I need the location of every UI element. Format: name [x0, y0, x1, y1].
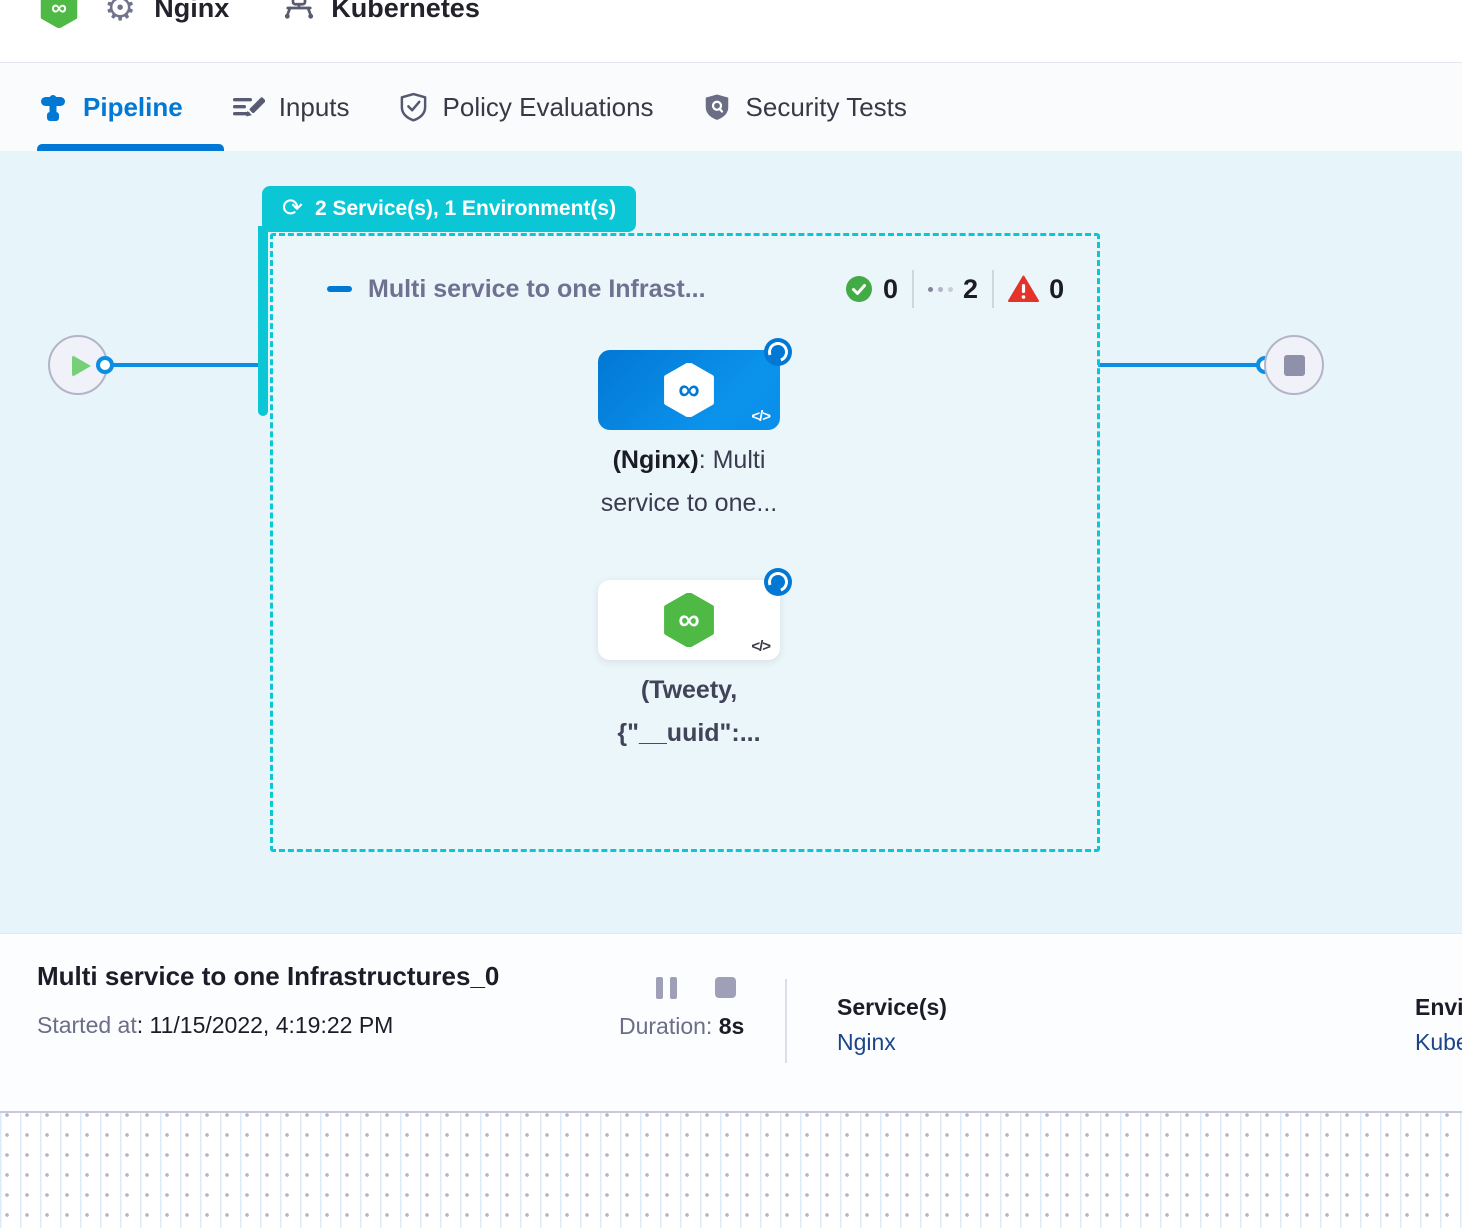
service-node-nginx[interactable]: ∞ </> [598, 338, 792, 430]
tab-security-tests[interactable]: Security Tests [702, 91, 907, 123]
success-check-icon [845, 275, 873, 303]
failed-warning-icon [1008, 275, 1040, 303]
pause-icon [656, 977, 677, 999]
duration-label: Duration: [619, 1013, 713, 1039]
stage-group-accent-bar [258, 226, 268, 416]
tab-inputs-label: Inputs [278, 91, 350, 122]
service-node-nginx-label: (Nginx): Multi service to one... [600, 446, 778, 517]
policy-shield-check-icon [398, 91, 429, 123]
services-label: Service(s) [837, 994, 947, 1020]
svg-text:∞: ∞ [678, 373, 699, 406]
divider [785, 979, 787, 1063]
stage-group-badge[interactable]: ⟳ 2 Service(s), 1 Environment(s) [262, 186, 637, 232]
environment-name: Kubernetes [331, 0, 480, 23]
security-shield-icon [702, 91, 732, 123]
services-link[interactable]: Nginx [837, 1029, 896, 1055]
tab-inputs[interactable]: Inputs [231, 91, 350, 123]
stop-square-icon [715, 977, 736, 998]
stage-status-counts: 0 2 0 [845, 269, 1064, 309]
running-count: 2 [963, 273, 979, 304]
tab-security-label: Security Tests [745, 91, 907, 122]
running-dots-icon [928, 286, 954, 292]
environment-label: Environment(s) [1415, 994, 1462, 1020]
harness-service-icon: ∞ [662, 363, 716, 417]
pipeline-end-node [1264, 335, 1324, 395]
running-spinner-icon [764, 338, 792, 366]
pipeline-icon [37, 91, 69, 123]
svg-text:∞: ∞ [51, 0, 67, 20]
code-template-icon: </> [751, 638, 771, 655]
console-grid-area[interactable] [0, 1111, 1462, 1228]
inputs-icon [231, 91, 265, 123]
connector-line-right [1098, 363, 1260, 367]
svg-text:∞: ∞ [678, 603, 699, 636]
stop-icon [1284, 355, 1305, 376]
code-template-icon: </> [751, 408, 771, 425]
tab-policy-evaluations[interactable]: Policy Evaluations [398, 91, 654, 123]
duration-value: 8s [712, 1013, 745, 1039]
active-tab-underline [37, 144, 224, 151]
breadcrumb-header: ∞ ⚙ Nginx Kubernetes [0, 0, 1462, 63]
started-at: Started at: 11/15/2022, 4:19:22 PM [37, 1012, 393, 1039]
started-at-value: : 11/15/2022, 4:19:22 PM [136, 1012, 394, 1038]
execution-summary-bar: Multi service to one Infrastructures_0 S… [0, 933, 1462, 1111]
failed-count: 0 [1049, 273, 1065, 304]
service-node-tweety[interactable]: ∞ </> [598, 568, 792, 660]
running-spinner-icon [764, 568, 792, 596]
divider [912, 270, 915, 308]
divider [992, 270, 995, 308]
stage-group-box [270, 233, 1100, 852]
pipeline-start-node [48, 335, 108, 395]
stage-title: Multi service to one Infrast... [368, 275, 706, 303]
harness-service-icon: ∞ [662, 593, 716, 647]
connector-line-left [110, 363, 262, 367]
abort-execution-button[interactable] [715, 977, 736, 998]
loop-icon: ⟳ [282, 193, 303, 222]
pause-execution-button[interactable] [656, 977, 677, 999]
stage-group-badge-label: 2 Service(s), 1 Environment(s) [314, 197, 617, 220]
duration: Duration: 8s [619, 1013, 744, 1040]
tab-policy-label: Policy Evaluations [442, 91, 654, 122]
play-icon [72, 355, 91, 377]
connector-dot-left [96, 356, 114, 374]
collapse-stage-button[interactable] [327, 286, 352, 292]
tab-pipeline[interactable]: Pipeline [37, 91, 183, 123]
gear-icon: ⚙ [104, 0, 137, 28]
environment-link[interactable]: Kubernetes [1415, 1029, 1462, 1055]
service-node-tweety-label: (Tweety, {"__uuid":... [617, 676, 761, 747]
pipeline-name: Nginx [154, 0, 230, 23]
harness-logo-icon[interactable]: ∞ [40, 0, 78, 28]
execution-tabbar: Pipeline Inputs [0, 63, 1462, 151]
infrastructure-icon [281, 0, 317, 26]
started-at-label: Started at [37, 1012, 137, 1038]
execution-title: Multi service to one Infrastructures_0 [37, 961, 500, 991]
success-count: 0 [883, 273, 899, 304]
pipeline-canvas[interactable]: ⟳ 2 Service(s), 1 Environment(s) Multi s… [0, 151, 1462, 933]
tab-pipeline-label: Pipeline [83, 91, 183, 122]
